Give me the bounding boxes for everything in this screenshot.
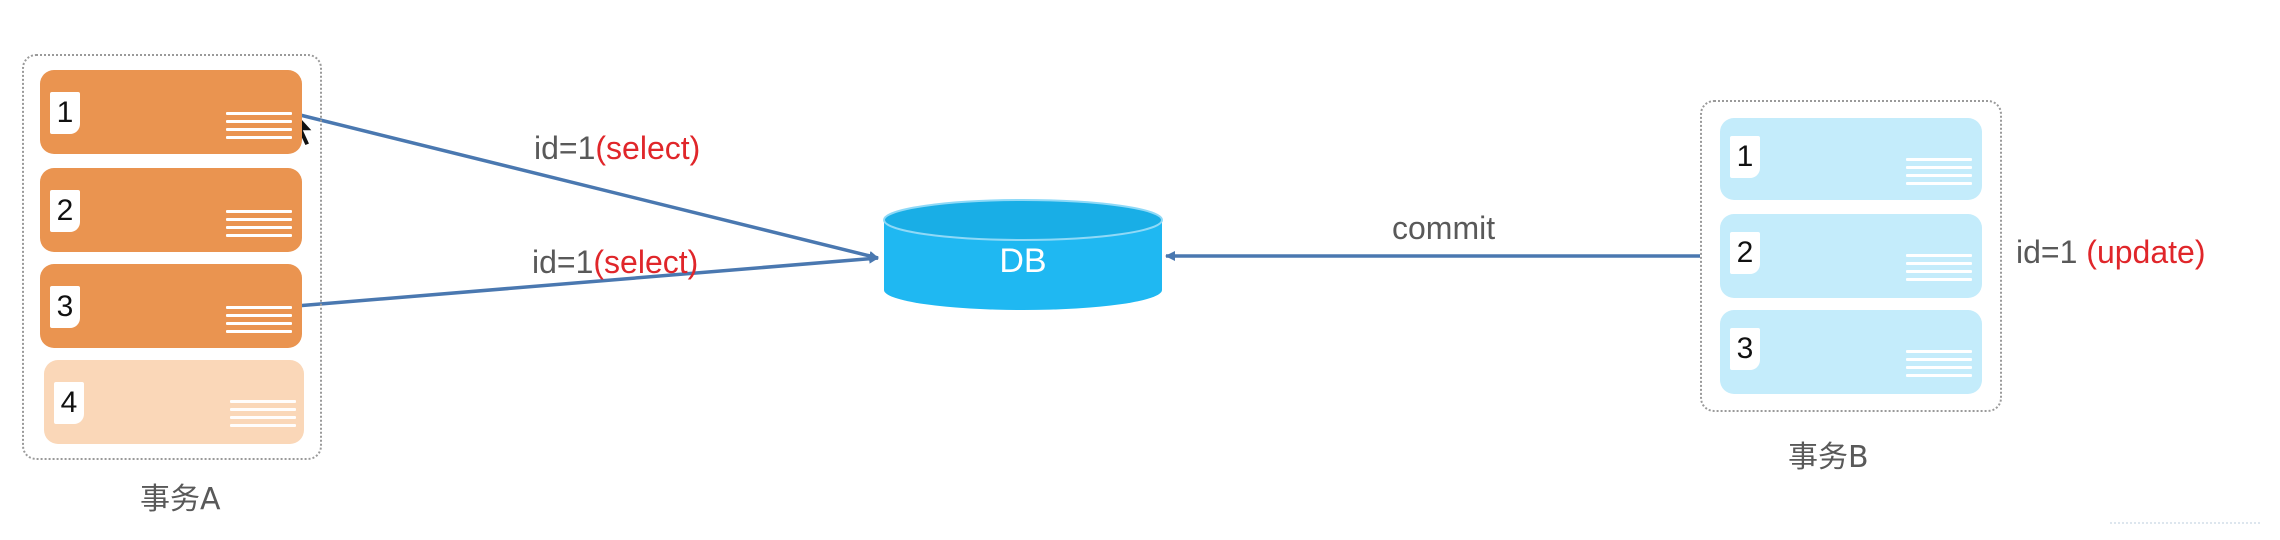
select-label-1: id=1(select) [534, 130, 700, 167]
transaction-b-step-1: 1 [1720, 118, 1982, 200]
commit-label: commit [1392, 210, 1496, 246]
select-label-1-op: (select) [595, 130, 701, 166]
select-arrow-1 [295, 112, 879, 261]
step-number: 3 [50, 286, 80, 328]
select-label-2-op: (select) [593, 244, 699, 280]
text-lines-icon [1906, 350, 1972, 380]
transaction-a-group [22, 54, 322, 460]
select-label-2: id=1(select) [532, 244, 698, 281]
watermark [2110, 522, 2260, 536]
text-lines-icon [226, 306, 292, 336]
step-number: 2 [1730, 232, 1760, 274]
database-cylinder [883, 199, 1163, 310]
select-label-1-prefix: id=1 [534, 130, 596, 166]
transaction-b-group [1700, 100, 2002, 412]
step-number: 1 [50, 92, 80, 134]
step-number: 3 [1730, 328, 1760, 370]
text-lines-icon [1906, 158, 1972, 188]
update-annotation-prefix: id=1 [2016, 234, 2087, 270]
transaction-a-step-1: 1 [40, 70, 302, 154]
update-annotation: id=1 (update) [2016, 234, 2205, 271]
transaction-b-step-2: 2 [1720, 214, 1982, 298]
text-lines-icon [230, 400, 296, 430]
transaction-a-step-4: 4 [44, 360, 304, 444]
select-label-2-prefix: id=1 [532, 244, 594, 280]
step-number: 2 [50, 190, 80, 232]
text-lines-icon [226, 210, 292, 240]
select-arrow-2 [295, 253, 879, 308]
step-number: 4 [54, 382, 84, 424]
text-lines-icon [226, 112, 292, 142]
transaction-a-step-2: 2 [40, 168, 302, 252]
transaction-b-step-3: 3 [1720, 310, 1982, 394]
transaction-a-label: 事务A [140, 482, 221, 517]
step-number: 1 [1730, 136, 1760, 178]
database-label: DB [999, 242, 1047, 280]
text-lines-icon [1906, 254, 1972, 284]
update-annotation-op: (update) [2086, 234, 2206, 270]
transaction-a-step-3: 3 [40, 264, 302, 348]
transaction-b-label: 事务B [1788, 440, 1869, 475]
